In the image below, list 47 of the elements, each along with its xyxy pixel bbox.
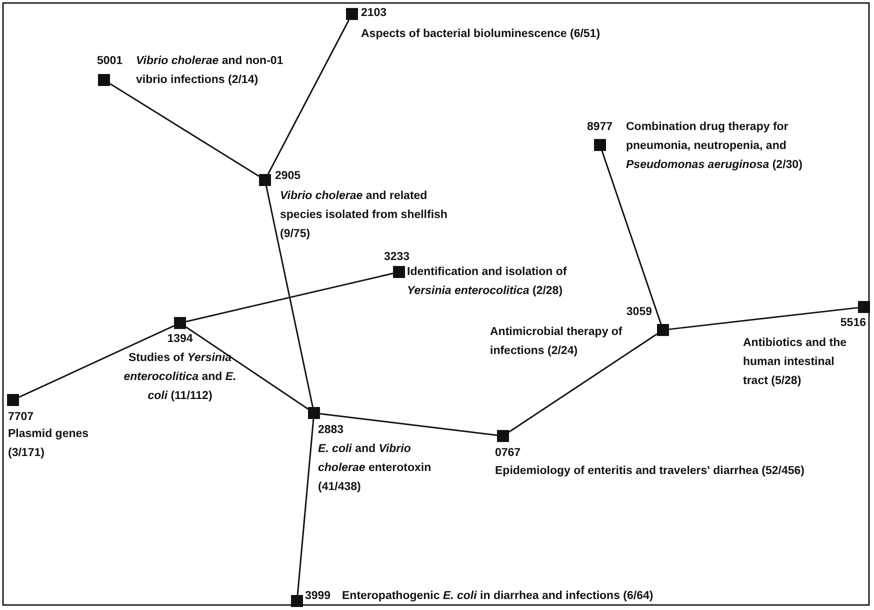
node-number: 5516: [840, 316, 866, 331]
node-number: 8977: [587, 120, 613, 135]
connector-line: [110, 83, 260, 177]
node-square: [308, 407, 320, 419]
node-description: Combination drug therapy for pneumonia, neutropenia, and Pseudomonas aeruginosa (2/30): [626, 120, 804, 173]
node-square: [393, 266, 405, 278]
node-description: E. coli and Vibrio cholerae enterotoxin (41/438): [318, 442, 432, 495]
node-square: [7, 394, 19, 406]
node-description: Enteropathogenic E. coli in diarrhea and infections (6/64): [342, 589, 654, 604]
node-description: Plasmid genes (3/171): [8, 427, 90, 461]
connector-line: [186, 272, 394, 322]
node-number: 5001: [97, 54, 123, 69]
connector-line: [266, 186, 314, 408]
node-description: Vibrio cholerae and related species isolated from shellfish (9/75): [280, 189, 448, 242]
node-square: [594, 139, 606, 151]
node-number: 2883: [318, 423, 344, 438]
node-square: [346, 8, 358, 20]
node-number: 3059: [626, 305, 652, 320]
connector-line: [508, 333, 658, 433]
connector-line: [18, 325, 174, 398]
node-description: Antimicrobial therapy of infections (2/24): [490, 325, 624, 359]
node-description: Epidemiology of enteritis and travelers' diarrhea (52/456): [495, 464, 806, 479]
node-description: Aspects of bacterial bioluminescence (6/51): [361, 27, 602, 42]
node-number: 7707: [8, 410, 34, 425]
connector-line: [186, 326, 308, 410]
node-square: [657, 324, 669, 336]
connector-line: [267, 20, 350, 174]
node-square: [259, 174, 271, 186]
node-square: [174, 317, 186, 329]
node-number: 2103: [361, 6, 387, 21]
node-number: 3233: [384, 250, 410, 265]
connector-line: [668, 306, 858, 330]
node-number: 1394: [166, 332, 194, 347]
node-square: [98, 74, 110, 86]
node-square: [858, 301, 870, 313]
node-description: Identification and isolation of Yersinia enterocolitica (2/28): [407, 265, 568, 299]
node-square: [291, 595, 303, 607]
node-number: 2905: [275, 169, 301, 184]
node-description: Antibiotics and the human intestinal tract (5/28): [743, 336, 848, 389]
node-description: Studies of Yersinia enterocolitica and E. coli (11/112): [122, 351, 238, 404]
node-number: 3999: [305, 589, 331, 604]
node-number: 0767: [495, 446, 521, 461]
connector-line: [320, 412, 498, 436]
node-square: [497, 430, 509, 442]
connector-line: [601, 150, 662, 324]
node-description: Vibrio cholerae and non-01 vibrio infections (2/14): [136, 54, 284, 88]
connector-line: [296, 418, 314, 596]
